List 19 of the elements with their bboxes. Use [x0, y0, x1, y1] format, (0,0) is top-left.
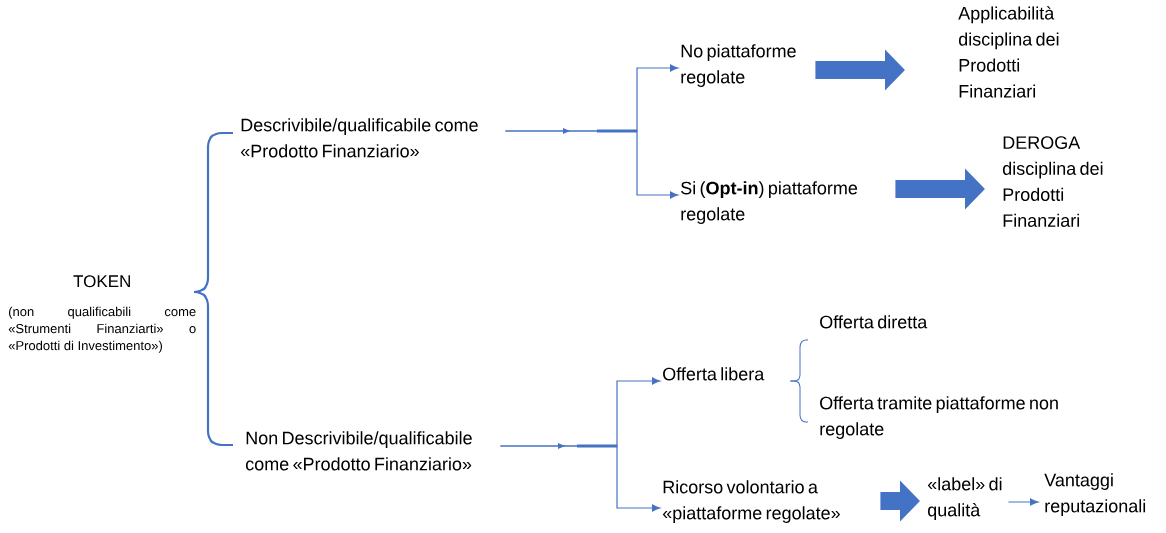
- branch-text: Si (Opt-in) piattaforme regolate: [681, 181, 858, 224]
- branch-text: Descrivibile/qualificabile come «Prodotto Finanziario»: [240, 118, 478, 158]
- branch-text: Vantaggi reputazionali: [1044, 473, 1146, 516]
- branch-text: DEROGA disciplina dei Prodotti Finanziari: [1002, 136, 1103, 227]
- branch-text: Ricorso volontario a «piattaforme regolate»: [662, 480, 840, 523]
- trunk-line: [577, 444, 617, 448]
- arrow: [1007, 498, 1039, 506]
- trunk-line: [597, 129, 637, 133]
- term-with-note: TOKEN (non qualificabili come «Strumenti Finanziarti» o «Prodotti di Investimento»): [8, 275, 196, 353]
- brace: [192, 290, 233, 447]
- branch-text: Offerta libera: [663, 367, 765, 381]
- branch-text: No piattaforme regolate: [681, 44, 796, 87]
- branch-arrow: [499, 445, 661, 512]
- branch-text: Offerta tramite piattaforme non regolate: [820, 396, 1058, 439]
- branch-text: Offerta diretta: [820, 315, 928, 329]
- branch-text: Applicabilità disciplina dei Prodotti Finanziari: [958, 6, 1059, 98]
- branch-arrow: [504, 130, 679, 199]
- branch-text: «label» di qualità: [927, 477, 1002, 520]
- branch-text: Non Descrivibile/qualificabile come «Prodotto Finanziario»: [245, 431, 472, 471]
